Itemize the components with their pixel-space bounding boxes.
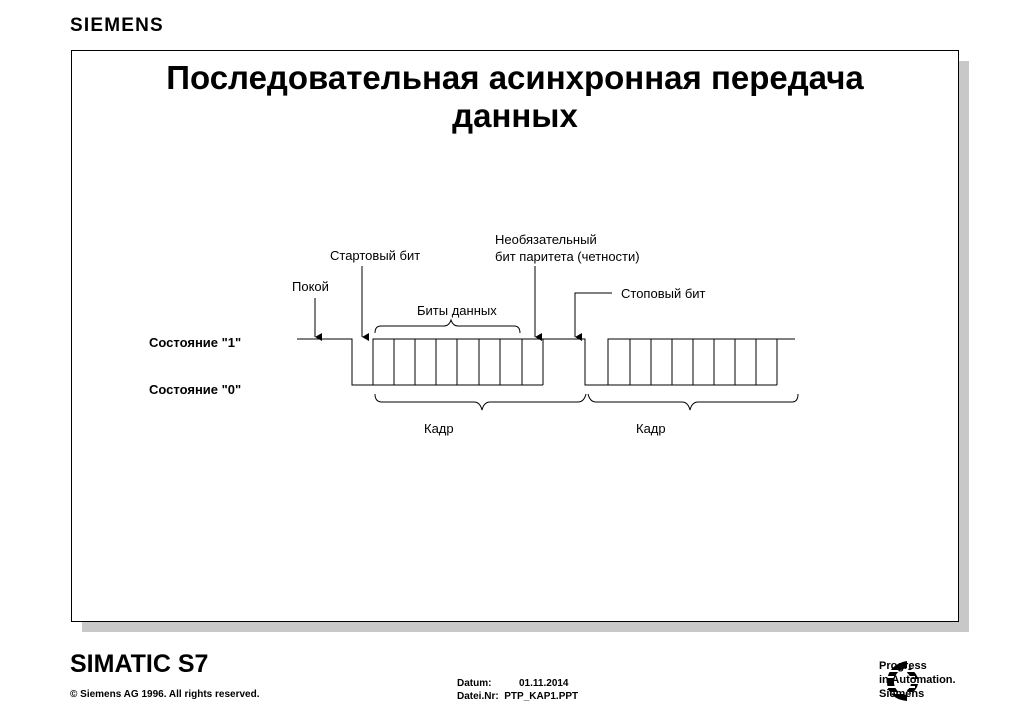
frame-1-bit-cells bbox=[372, 339, 544, 386]
stop-bit-label: Стоповый бит bbox=[621, 286, 706, 301]
siemens-logo: SIEMENS bbox=[70, 15, 164, 36]
file-value: PTP_KAP1.PPT bbox=[504, 691, 579, 702]
datum-label: Datum: bbox=[457, 678, 492, 689]
parity-label-line-2: бит паритета (четности) bbox=[495, 249, 640, 264]
brand-line-2: in Automation. bbox=[879, 674, 956, 686]
datum-value: 01.11.2014 bbox=[519, 678, 569, 689]
idle-label: Покой bbox=[292, 279, 329, 294]
stop-bit-arrow bbox=[574, 292, 612, 341]
state-low-label: Состояние "0" bbox=[149, 382, 241, 397]
frame-label-1: Кадр bbox=[424, 421, 454, 436]
copyright-notice: © Siemens AG 1996. All rights reserved. bbox=[70, 689, 260, 700]
data-bits-label: Биты данных bbox=[417, 303, 497, 318]
frame-2-bit-cells bbox=[608, 339, 778, 386]
data-bits-brace bbox=[374, 318, 521, 334]
product-name: SIMATIC S7 bbox=[70, 650, 209, 678]
slide-title: Последовательная асинхронная передача да… bbox=[72, 59, 958, 135]
slide-frame: Последовательная асинхронная передача да… bbox=[71, 50, 959, 622]
frame-2-brace bbox=[587, 393, 799, 411]
brand-line-3: Siemens bbox=[879, 688, 925, 700]
file-label: Datei.Nr: bbox=[457, 691, 499, 702]
state-high-label: Состояние "1" bbox=[149, 335, 241, 350]
start-bit-label: Стартовый бит bbox=[330, 248, 420, 263]
frame-label-2: Кадр bbox=[636, 421, 666, 436]
progress-logo-icon bbox=[885, 661, 918, 701]
document-meta: Datum: 01.11.2014 Datei.Nr: PTP_KAP1.PPT bbox=[457, 677, 578, 703]
frame-1-brace bbox=[374, 393, 587, 411]
brand-slogan: Progress in Automation. Siemens bbox=[879, 659, 956, 701]
signal-waveform bbox=[297, 338, 795, 386]
title-line-1: Последовательная асинхронная передача bbox=[166, 59, 864, 96]
title-line-2: данных bbox=[452, 97, 578, 134]
parity-label-line-1: Необязательный bbox=[495, 232, 597, 247]
brand-line-1: Progress bbox=[879, 660, 927, 672]
